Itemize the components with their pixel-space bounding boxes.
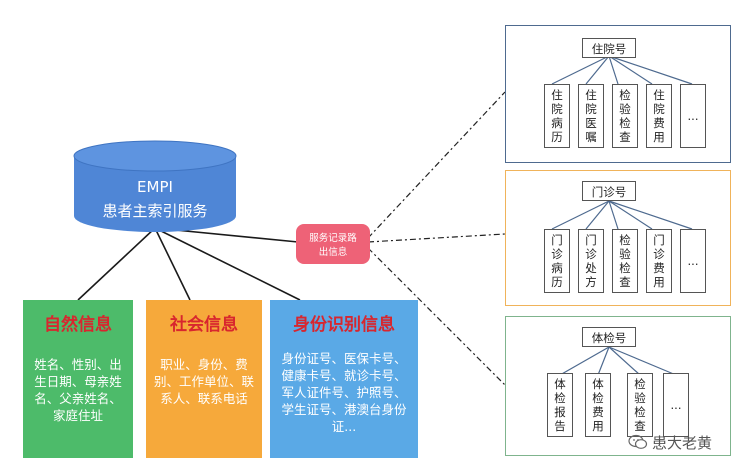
physical-exam-child-2: 体检费用 [585, 373, 611, 437]
inpatient-tree [551, 55, 693, 85]
inpatient-child-5-label: ... [687, 109, 699, 123]
outpatient-child-3: 检验检查 [612, 229, 638, 293]
line-empi-identity [154, 227, 301, 301]
inpatient-child-1: 住院病历 [544, 84, 570, 148]
outpatient-child-4: 门诊费用 [646, 229, 672, 293]
identity-info-text: 身份证号、医保卡号、健康卡号、就诊卡号、军人证件号、护照号、学生证号、港澳台身份… [281, 351, 407, 434]
service-badge-line2: 出信息 [319, 246, 348, 258]
physical-exam-child-4-label: ... [670, 398, 682, 412]
physical-exam-tree [559, 346, 677, 376]
outpatient-child-4-label: 门诊费用 [653, 233, 665, 289]
dash-badge-group1 [367, 91, 506, 239]
outpatient-number-node: 门诊号 [582, 181, 636, 201]
inpatient-child-4: 住院费用 [646, 84, 672, 148]
watermark-text: 患大老黄 [652, 433, 713, 452]
inpatient-number-node: 住院号 [582, 38, 636, 58]
physical-exam-child-3: 检验检查 [627, 373, 653, 437]
dash-badge-group2 [367, 233, 506, 243]
inpatient-child-3: 检验检查 [612, 84, 638, 148]
line-empi-natural [77, 227, 156, 301]
social-info-title: 社会信息 [170, 315, 238, 335]
natural-info-box: 自然信息 姓名、性别、出生日期、母亲姓名、父亲姓名、家庭住址 [23, 300, 133, 458]
inpatient-group: 住院号 住院病历 住院医嘱 检验检查 住院费用 ... [505, 25, 731, 163]
natural-info-text: 姓名、性别、出生日期、母亲姓名、父亲姓名、家庭住址 [34, 357, 122, 423]
line-empi-social [154, 227, 191, 301]
outpatient-child-1-label: 门诊病历 [551, 233, 563, 289]
identity-info-title: 身份识别信息 [293, 315, 395, 335]
inpatient-child-1-label: 住院病历 [551, 88, 563, 144]
dash-badge-group3 [367, 247, 506, 386]
physical-exam-child-2-label: 体检费用 [592, 377, 604, 433]
service-record-badge [296, 224, 370, 264]
inpatient-child-4-label: 住院费用 [653, 88, 665, 144]
outpatient-group: 门诊号 门诊病历 门诊处方 检验检查 门诊费用 ... [505, 170, 731, 306]
empi-title-line2: 患者主索引服务 [102, 202, 207, 220]
outpatient-child-3-label: 检验检查 [619, 233, 631, 289]
inpatient-child-2: 住院医嘱 [578, 84, 604, 148]
physical-exam-child-1: 体检报告 [547, 373, 573, 437]
inpatient-child-2-label: 住院医嘱 [585, 88, 597, 144]
wechat-icon [628, 434, 648, 450]
social-info-text: 职业、身份、费别、工作单位、联系人、联系电话 [153, 357, 254, 406]
outpatient-child-2: 门诊处方 [578, 229, 604, 293]
outpatient-child-5-label: ... [687, 254, 699, 268]
identity-info-box: 身份识别信息 身份证号、医保卡号、健康卡号、就诊卡号、军人证件号、护照号、学生证… [270, 300, 418, 458]
natural-info-title: 自然信息 [44, 315, 112, 335]
watermark: 患大老黄 [628, 430, 712, 454]
outpatient-child-2-label: 门诊处方 [585, 233, 597, 289]
physical-exam-child-3-label: 检验检查 [634, 377, 646, 433]
outpatient-child-1: 门诊病历 [544, 229, 570, 293]
inpatient-child-3-label: 检验检查 [619, 88, 631, 144]
service-badge-line1: 服务记录路 [309, 232, 357, 244]
physical-exam-child-1-label: 体检报告 [554, 377, 566, 433]
physical-exam-child-4: ... [663, 373, 689, 437]
physical-exam-group: 体检号 体检报告 体检费用 检验检查 ... [505, 316, 731, 456]
inpatient-child-5: ... [680, 84, 706, 148]
outpatient-tree [551, 200, 693, 230]
social-info-box: 社会信息 职业、身份、费别、工作单位、联系人、联系电话 [146, 300, 262, 458]
empi-cylinder [73, 140, 237, 232]
empi-title-line1: EMPI [137, 178, 173, 196]
physical-exam-number-node: 体检号 [582, 327, 636, 347]
outpatient-child-5: ... [680, 229, 706, 293]
